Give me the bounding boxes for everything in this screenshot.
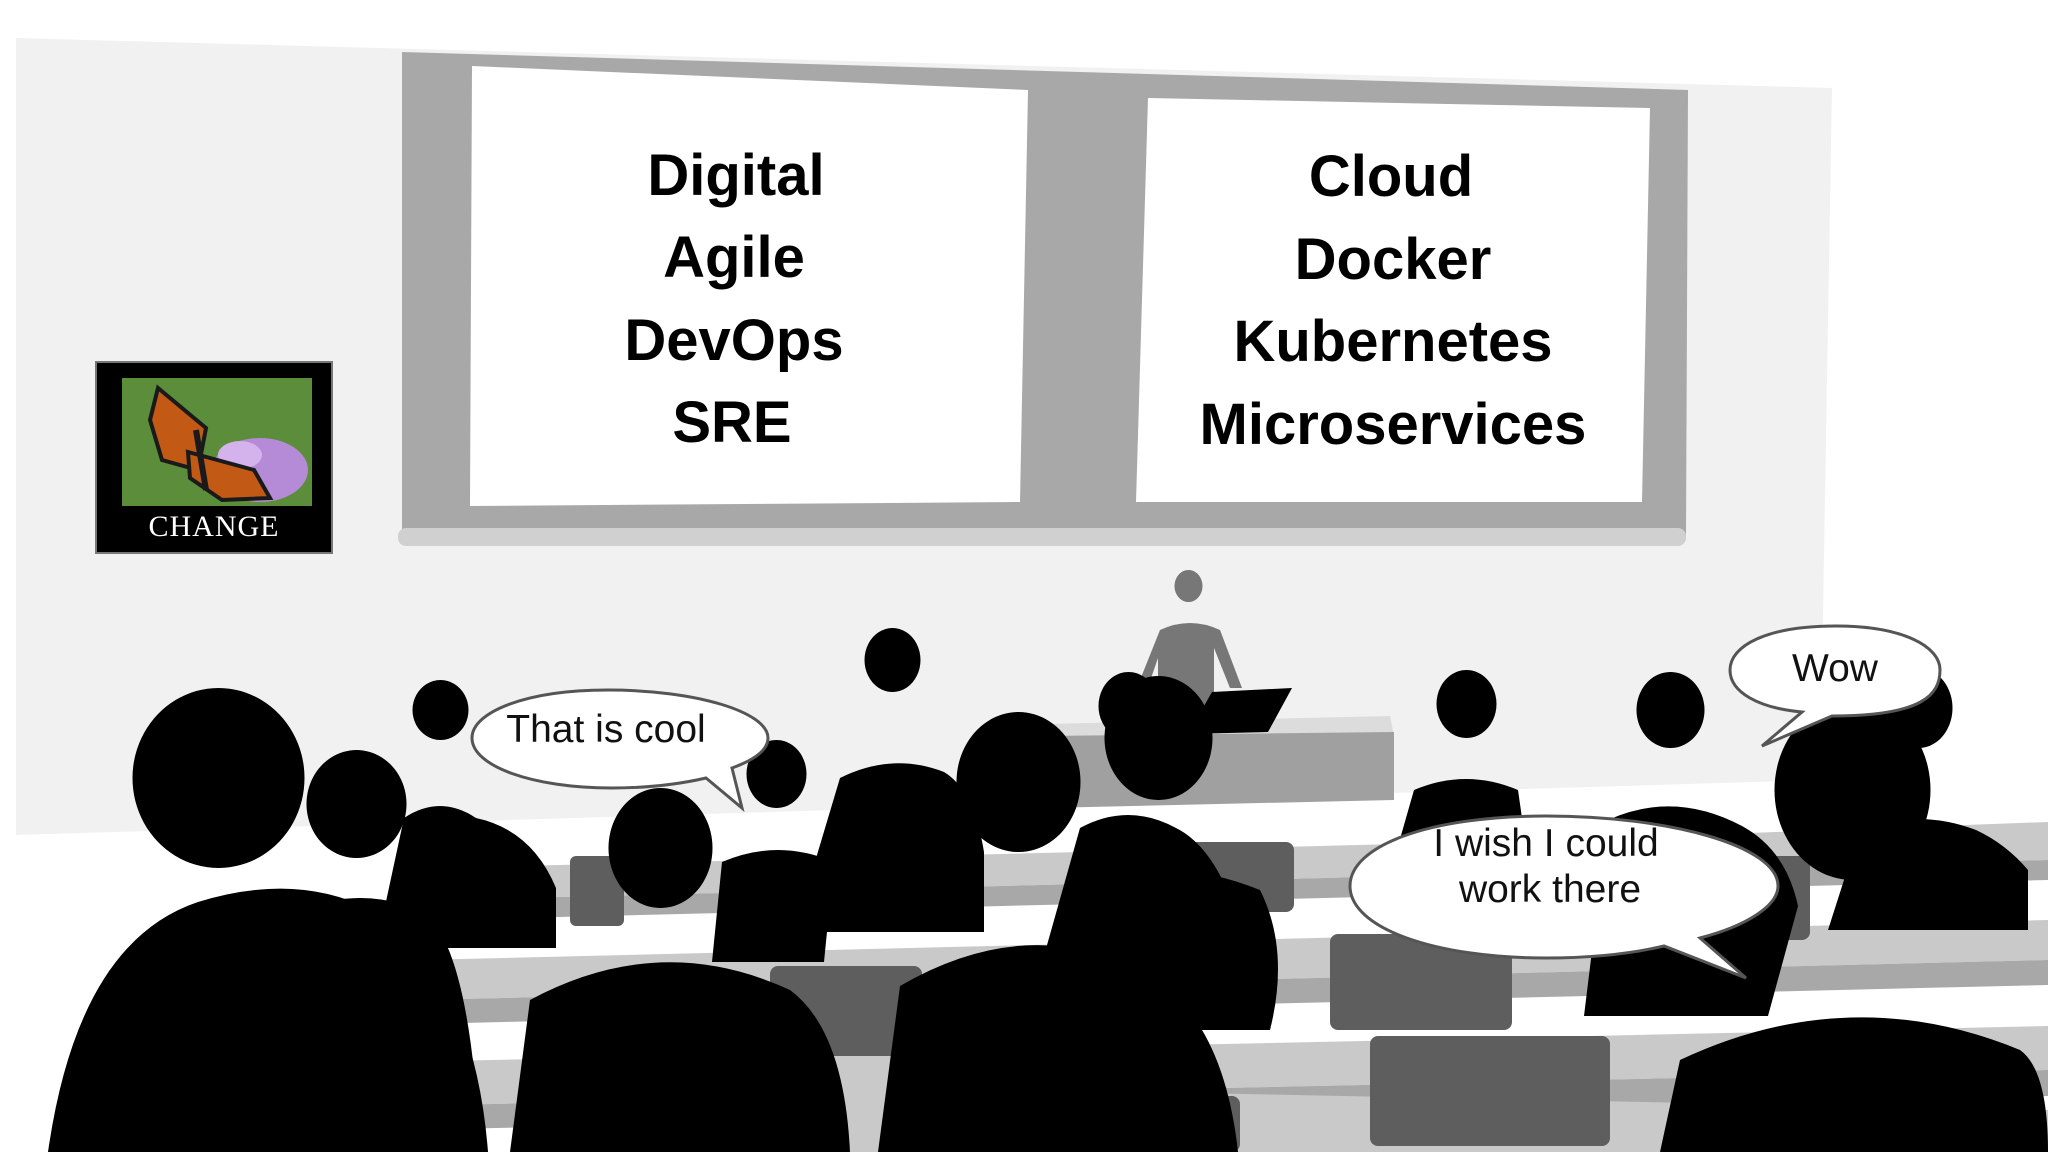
audience-member xyxy=(878,712,1238,1152)
bubble-text-cool: That is cool xyxy=(506,708,705,751)
left-slide-line-2: Agile xyxy=(663,225,805,290)
bubble-text-wish-line-1: I wish I could xyxy=(1433,822,1658,865)
bubble-shape xyxy=(470,688,770,813)
chair xyxy=(1370,1036,1610,1146)
audience-member xyxy=(1398,670,1526,846)
left-screen xyxy=(470,66,1028,506)
bubble-shape xyxy=(1348,814,1780,980)
audience xyxy=(48,628,2048,1152)
speech-bubble-cool: That is cool xyxy=(470,688,770,813)
speech-bubble-wish: I wish I could work there xyxy=(1348,814,1780,980)
bubble-shape xyxy=(1728,624,1942,748)
poster-caption: CHANGE xyxy=(149,510,280,543)
bubble-text-wish-line-2: work there xyxy=(1458,868,1641,911)
chair xyxy=(1330,934,1512,1030)
right-slide-line-2: Docker xyxy=(1295,227,1492,292)
right-slide-line-1: Cloud xyxy=(1309,144,1473,209)
bubble-text-wow: Wow xyxy=(1792,647,1879,690)
chair xyxy=(570,856,624,926)
speech-bubble-wow: Wow xyxy=(1728,624,1942,748)
projection-screens: Digital Agile DevOps SRE Cloud Docker Ku… xyxy=(398,52,1688,546)
audience-member xyxy=(1660,700,2048,1152)
audience-member xyxy=(1080,676,1278,1030)
right-slide-line-4: Microservices xyxy=(1200,392,1587,457)
left-slide-line-4: SRE xyxy=(672,390,791,455)
butterfly-icon xyxy=(147,384,274,503)
left-slide-line-3: DevOps xyxy=(624,308,843,373)
change-poster: CHANGE xyxy=(95,361,333,554)
right-screen xyxy=(1136,98,1650,502)
audience-member xyxy=(712,740,834,962)
left-slide-line-1: Digital xyxy=(647,143,824,208)
audience-member xyxy=(794,628,984,932)
audience-member xyxy=(376,680,556,948)
right-slide-line-3: Kubernetes xyxy=(1233,309,1552,374)
screen-ledge xyxy=(398,528,1686,546)
laptop-icon xyxy=(1188,688,1292,734)
lectern xyxy=(1044,732,1394,808)
presenter-silhouette xyxy=(1128,570,1242,722)
audience-member xyxy=(510,788,850,1152)
audience-member xyxy=(290,750,480,1152)
